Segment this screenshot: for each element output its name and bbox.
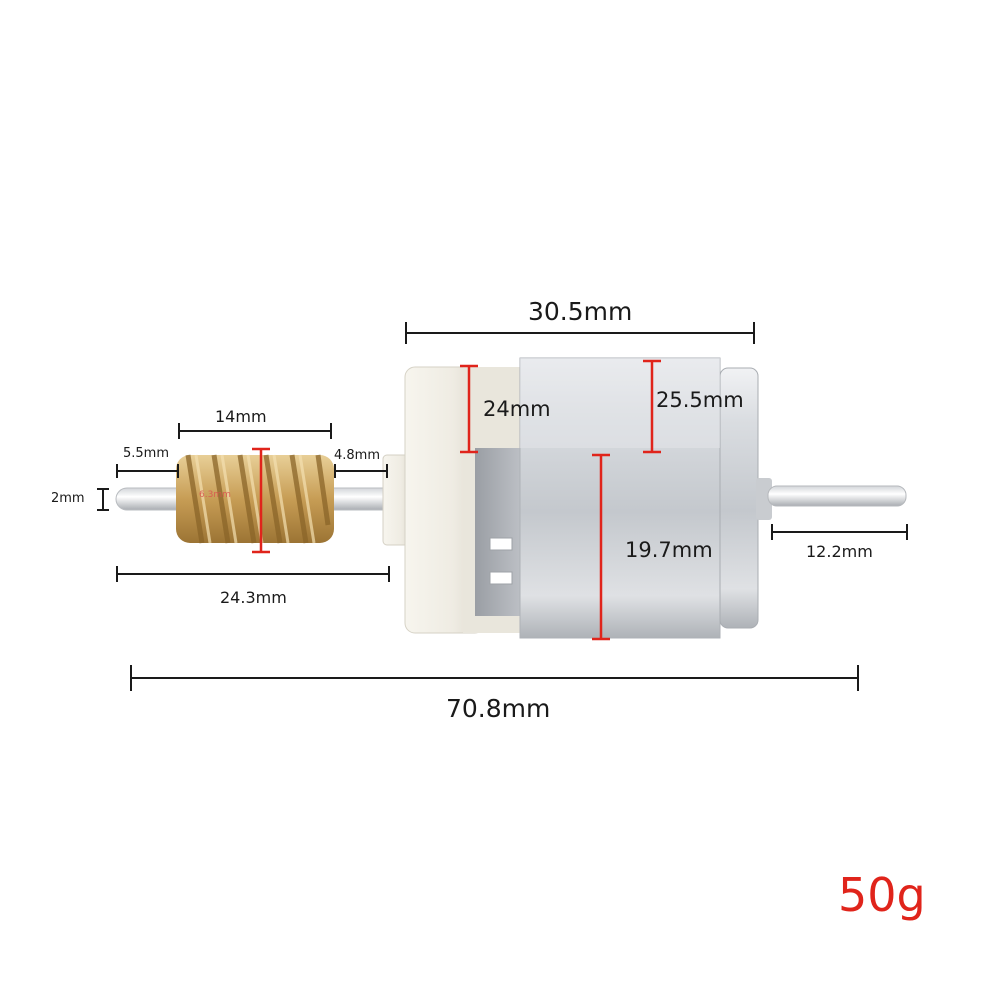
dimline-front-assembly — [116, 566, 390, 582]
label-can-height: 25.5mm — [656, 388, 744, 412]
dimension-lines — [97, 322, 908, 691]
dimline-rear-shaft — [771, 524, 908, 540]
redline-endcap-height — [460, 364, 478, 454]
label-worm-length: 14mm — [215, 407, 267, 426]
label-total-length: 70.8mm — [446, 694, 551, 723]
dimline-worm-length — [178, 423, 332, 439]
weight-label: 50g — [838, 868, 926, 922]
motor-can — [475, 357, 759, 639]
dimline-shaft-left — [116, 464, 179, 478]
dimline-total-length — [130, 665, 859, 691]
label-body-length: 30.5mm — [528, 297, 633, 326]
worm-gear — [176, 454, 334, 544]
label-worm-gap: 4.8mm — [334, 448, 381, 463]
right-shaft — [756, 478, 907, 520]
redline-can-width — [592, 453, 610, 641]
dimline-shaft-diameter — [97, 488, 109, 511]
dimline-body-length — [405, 322, 755, 344]
redline-can-height — [643, 359, 661, 454]
dimline-worm-gap — [334, 464, 388, 478]
label-worm-diameter: 6.3mm — [199, 490, 231, 500]
label-shaft-left: 5.5mm — [123, 446, 170, 461]
label-can-width: 19.7mm — [625, 538, 713, 562]
label-rear-shaft: 12.2mm — [806, 542, 873, 561]
red-markers — [252, 359, 661, 641]
label-shaft-diameter: 2mm — [51, 491, 85, 506]
redline-worm-diameter — [252, 447, 270, 554]
label-endcap-height: 24mm — [483, 397, 551, 421]
label-front-assembly: 24.3mm — [220, 588, 287, 607]
